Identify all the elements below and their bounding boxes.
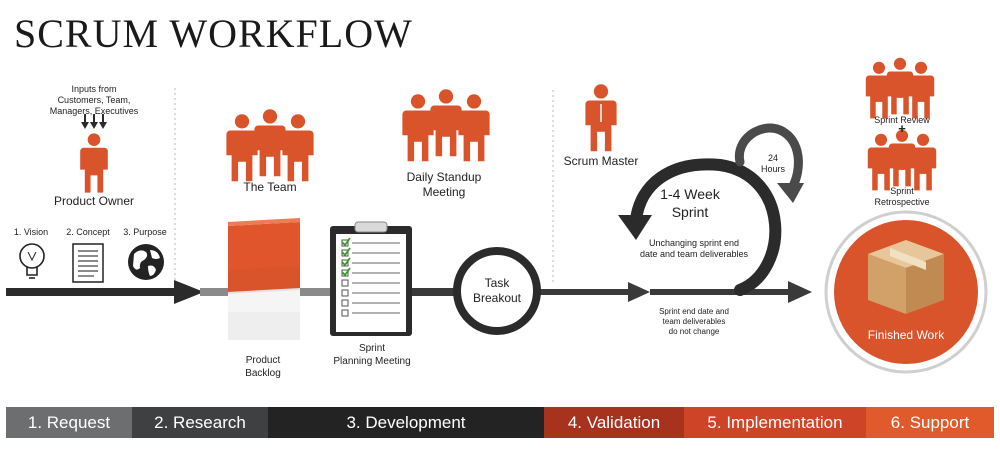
daily-cycle-line: Hours bbox=[760, 164, 785, 174]
task-breakout-line: Breakout bbox=[472, 291, 522, 305]
phase-label: 5. Implementation bbox=[707, 412, 843, 432]
sprint-duration-label: 1-4 Week Sprint bbox=[640, 185, 740, 221]
flow-line-request bbox=[6, 288, 176, 296]
sprint-note-line: date and team deliverables bbox=[639, 249, 749, 259]
product-backlog-stack-icon bbox=[228, 218, 300, 340]
team-people-icon bbox=[226, 109, 314, 182]
sprint-below-note-line: do not change bbox=[668, 327, 720, 336]
flow-arrow-head bbox=[628, 282, 650, 302]
phase-support: 6. Support bbox=[866, 407, 994, 438]
sprint-duration-line: 1-4 Week bbox=[660, 186, 720, 202]
document-icon bbox=[72, 243, 104, 283]
sprint-retrospective-line: Sprint bbox=[890, 186, 914, 196]
phase-research: 2. Research bbox=[132, 407, 268, 438]
sprint-duration-line: Sprint bbox=[671, 204, 709, 220]
product-owner-label: Product Owner bbox=[53, 194, 135, 208]
product-backlog-label: Product Backlog bbox=[223, 354, 303, 380]
inputs-note-line: Inputs from bbox=[71, 84, 117, 94]
phase-label: 2. Research bbox=[154, 412, 246, 432]
the-team-label: The Team bbox=[243, 180, 297, 194]
daily-standup-label: Daily Standup Meeting bbox=[388, 170, 500, 200]
globe-icon bbox=[128, 244, 164, 280]
purpose-label: 3. Purpose bbox=[123, 227, 167, 237]
product-backlog-line: Product bbox=[245, 355, 281, 366]
lightbulb-icon bbox=[19, 243, 45, 279]
flow-arrow-head bbox=[788, 281, 812, 303]
flow-arrow-head bbox=[174, 280, 204, 304]
sprint-review-people-icon bbox=[865, 57, 935, 119]
sprint-loop-arrow-head bbox=[618, 215, 652, 240]
daily-standup-line: Daily Standup bbox=[406, 170, 482, 184]
sprint-retrospective-people-icon bbox=[867, 129, 937, 191]
sprint-retrospective-label: Sprint Retrospective bbox=[862, 186, 942, 208]
standup-people-icon bbox=[402, 89, 490, 162]
phase-label: 3. Development bbox=[346, 412, 466, 432]
daily-loop-arrow-head bbox=[777, 183, 804, 203]
sprint-review-label: Sprint Review bbox=[874, 115, 930, 125]
phase-bar: 1. Request 2. Research 3. Development 4.… bbox=[6, 407, 994, 438]
sprint-retrospective-line: Retrospective bbox=[874, 197, 930, 207]
scrum-master-person-icon bbox=[585, 84, 617, 152]
product-owner-person-icon bbox=[80, 133, 108, 193]
sprint-note-line: Unchanging sprint end bbox=[648, 238, 740, 248]
phase-label: 6. Support bbox=[890, 412, 970, 432]
daily-cycle-line: 24 bbox=[767, 153, 778, 163]
clipboard-checklist-icon bbox=[330, 221, 412, 336]
sprint-loop-arrow bbox=[630, 158, 782, 296]
product-backlog-line: Backlog bbox=[245, 368, 281, 379]
inputs-note-line: Managers, Executives bbox=[49, 106, 139, 116]
page-title: SCRUM WORKFLOW bbox=[14, 11, 413, 56]
sprint-below-note-line: team deliverables bbox=[662, 317, 726, 326]
phase-development: 3. Development bbox=[268, 407, 544, 438]
inputs-arrows-icon bbox=[81, 114, 107, 129]
sprint-below-note: Sprint end date and team deliverables do… bbox=[638, 307, 750, 337]
finished-work-label: Finished Work bbox=[867, 328, 945, 342]
vision-label: 1. Vision bbox=[13, 227, 49, 237]
inputs-note: Inputs from Customers, Team, Managers, E… bbox=[48, 84, 140, 117]
task-breakout-line: Task bbox=[484, 276, 510, 290]
daily-loop-arrow bbox=[734, 123, 803, 193]
sprint-planning-line: Sprint bbox=[358, 343, 386, 354]
sprint-planning-label: Sprint Planning Meeting bbox=[322, 342, 422, 368]
flow-line-sprint bbox=[540, 289, 630, 295]
phase-request: 1. Request bbox=[6, 407, 132, 438]
plus-sign: + bbox=[898, 121, 906, 136]
task-breakout-circle bbox=[453, 247, 541, 335]
sprint-below-note-line: Sprint end date and bbox=[659, 307, 729, 316]
cardboard-box-icon bbox=[868, 240, 944, 314]
scrum-master-label: Scrum Master bbox=[563, 154, 639, 168]
sprint-planning-line: Planning Meeting bbox=[333, 356, 411, 367]
phase-label: 1. Request bbox=[27, 412, 111, 432]
phase-implementation: 5. Implementation bbox=[684, 407, 866, 438]
sprint-note-label: Unchanging sprint end date and team deli… bbox=[634, 238, 754, 260]
daily-cycle-label: 24 Hours bbox=[755, 153, 791, 175]
concept-label: 2. Concept bbox=[66, 227, 110, 237]
daily-standup-line: Meeting bbox=[422, 185, 466, 199]
task-breakout-label: Task Breakout bbox=[467, 276, 527, 306]
inputs-note-line: Customers, Team, bbox=[57, 95, 131, 105]
phase-validation: 4. Validation bbox=[544, 407, 684, 438]
phase-label: 4. Validation bbox=[567, 412, 661, 432]
